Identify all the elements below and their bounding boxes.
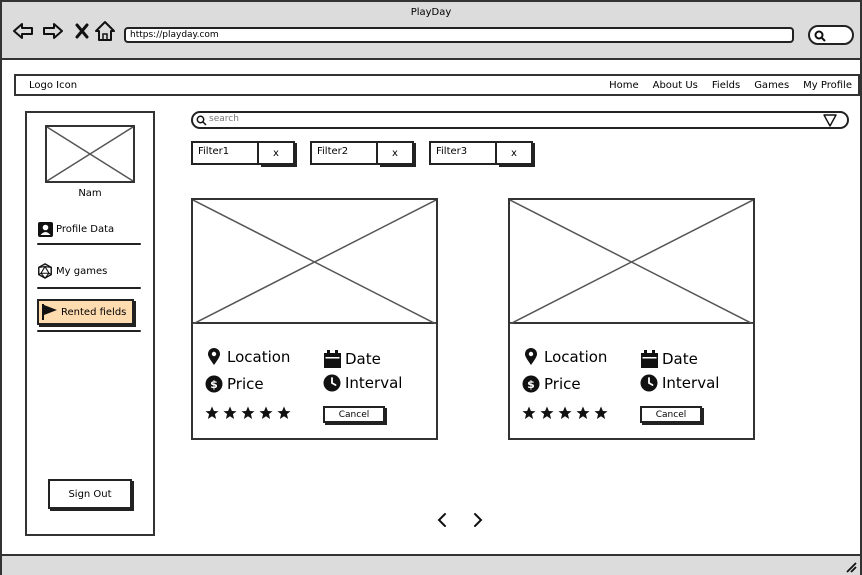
dollar-coin-icon: $ bbox=[205, 375, 223, 393]
filter-chip: Filter3 x bbox=[429, 141, 533, 165]
sidebar: Nam Profile Data My games Rented fields … bbox=[25, 111, 155, 536]
remove-filter-button[interactable]: x bbox=[378, 141, 414, 165]
filter-label: Filter3 bbox=[429, 141, 497, 165]
cancel-button[interactable]: Cancel bbox=[323, 406, 385, 423]
star-icon bbox=[241, 406, 255, 419]
location-text: Location bbox=[544, 348, 608, 366]
star-rating[interactable] bbox=[205, 406, 295, 420]
d20-icon bbox=[37, 263, 53, 279]
logo: Logo Icon bbox=[29, 80, 78, 91]
interval-text: Interval bbox=[345, 374, 403, 392]
price-text: Price bbox=[227, 375, 264, 393]
field-image-placeholder bbox=[510, 200, 753, 324]
filter-label: Filter1 bbox=[191, 141, 259, 165]
field-card: Location Date $ Price Interval Cancel bbox=[508, 198, 755, 440]
location-info: Location bbox=[205, 348, 290, 366]
user-icon bbox=[37, 221, 53, 237]
sidebar-item-my-games[interactable]: My games bbox=[37, 259, 141, 283]
star-icon bbox=[576, 406, 590, 419]
nav-fields[interactable]: Fields bbox=[711, 80, 741, 91]
top-navigation: Logo Icon Home About Us Fields Games My … bbox=[14, 74, 860, 96]
star-icon bbox=[558, 406, 572, 419]
chevron-right-icon[interactable] bbox=[470, 510, 486, 530]
sidebar-item-label: Profile Data bbox=[56, 223, 115, 235]
flag-icon bbox=[41, 303, 59, 321]
interval-text: Interval bbox=[662, 374, 720, 392]
remove-filter-button[interactable]: x bbox=[259, 141, 295, 165]
price-info: $ Price bbox=[205, 375, 264, 393]
star-icon bbox=[540, 406, 554, 419]
nav-games[interactable]: Games bbox=[754, 80, 790, 91]
sidebar-item-label: My games bbox=[56, 265, 108, 277]
nav-my-profile[interactable]: My Profile bbox=[803, 80, 852, 91]
sidebar-item-rented-fields[interactable]: Rented fields bbox=[37, 299, 134, 325]
filter-chip: Filter1 x bbox=[191, 141, 295, 165]
search-input[interactable]: search bbox=[191, 111, 849, 129]
sidebar-item-label: Rented fields bbox=[61, 306, 127, 318]
divider bbox=[37, 330, 141, 332]
date-info: Date bbox=[323, 350, 381, 368]
url-bar[interactable]: https://playday.com bbox=[124, 27, 794, 43]
calendar-icon bbox=[323, 350, 341, 368]
map-pin-icon bbox=[205, 348, 223, 366]
date-text: Date bbox=[345, 350, 381, 368]
back-icon[interactable] bbox=[12, 20, 34, 42]
field-card: Location Date $ Price Interval Cancel bbox=[191, 198, 438, 440]
search-placeholder: search bbox=[209, 114, 239, 124]
home-icon[interactable] bbox=[94, 20, 116, 42]
avatar-image-placeholder bbox=[45, 125, 135, 183]
sign-out-button[interactable]: Sign Out bbox=[48, 479, 132, 509]
browser-chrome: PlayDay https://playday.com bbox=[2, 2, 860, 60]
chevron-left-icon[interactable] bbox=[434, 510, 450, 530]
window-title: PlayDay bbox=[410, 7, 452, 18]
user-name: Nam bbox=[78, 188, 102, 199]
forward-icon[interactable] bbox=[42, 20, 64, 42]
star-icon bbox=[277, 406, 291, 419]
clock-icon bbox=[640, 374, 658, 392]
cancel-button[interactable]: Cancel bbox=[640, 406, 702, 423]
remove-filter-button[interactable]: x bbox=[497, 141, 533, 165]
date-info: Date bbox=[640, 350, 698, 368]
filter-icon[interactable] bbox=[823, 114, 837, 127]
search-icon bbox=[196, 115, 207, 126]
star-icon bbox=[522, 406, 536, 419]
star-icon bbox=[594, 406, 608, 419]
star-icon bbox=[205, 406, 219, 419]
location-info: Location bbox=[522, 348, 607, 366]
calendar-icon bbox=[640, 350, 658, 368]
resize-grip-icon[interactable] bbox=[843, 559, 857, 573]
date-text: Date bbox=[662, 350, 698, 368]
location-text: Location bbox=[227, 348, 291, 366]
star-icon bbox=[259, 406, 273, 419]
star-rating[interactable] bbox=[522, 406, 612, 420]
star-icon bbox=[223, 406, 237, 419]
search-icon bbox=[814, 30, 826, 42]
interval-info: Interval bbox=[323, 374, 402, 392]
nav-menu: Home About Us Fields Games My Profile bbox=[595, 80, 852, 91]
clock-icon bbox=[323, 374, 341, 392]
svg-text:$: $ bbox=[210, 378, 218, 391]
filter-chip: Filter2 x bbox=[310, 141, 414, 165]
interval-info: Interval bbox=[640, 374, 719, 392]
map-pin-icon bbox=[522, 348, 540, 366]
filter-label: Filter2 bbox=[310, 141, 378, 165]
divider bbox=[37, 287, 141, 289]
nav-home[interactable]: Home bbox=[609, 80, 639, 91]
price-text: Price bbox=[544, 375, 581, 393]
status-bar bbox=[2, 554, 860, 575]
svg-text:$: $ bbox=[527, 378, 535, 391]
nav-about-us[interactable]: About Us bbox=[652, 80, 698, 91]
browser-search-field[interactable] bbox=[808, 25, 854, 45]
sidebar-item-profile-data[interactable]: Profile Data bbox=[37, 217, 141, 241]
field-image-placeholder bbox=[193, 200, 436, 324]
divider bbox=[37, 243, 141, 245]
price-info: $ Price bbox=[522, 375, 581, 393]
close-icon[interactable] bbox=[71, 20, 93, 42]
dollar-coin-icon: $ bbox=[522, 375, 540, 393]
